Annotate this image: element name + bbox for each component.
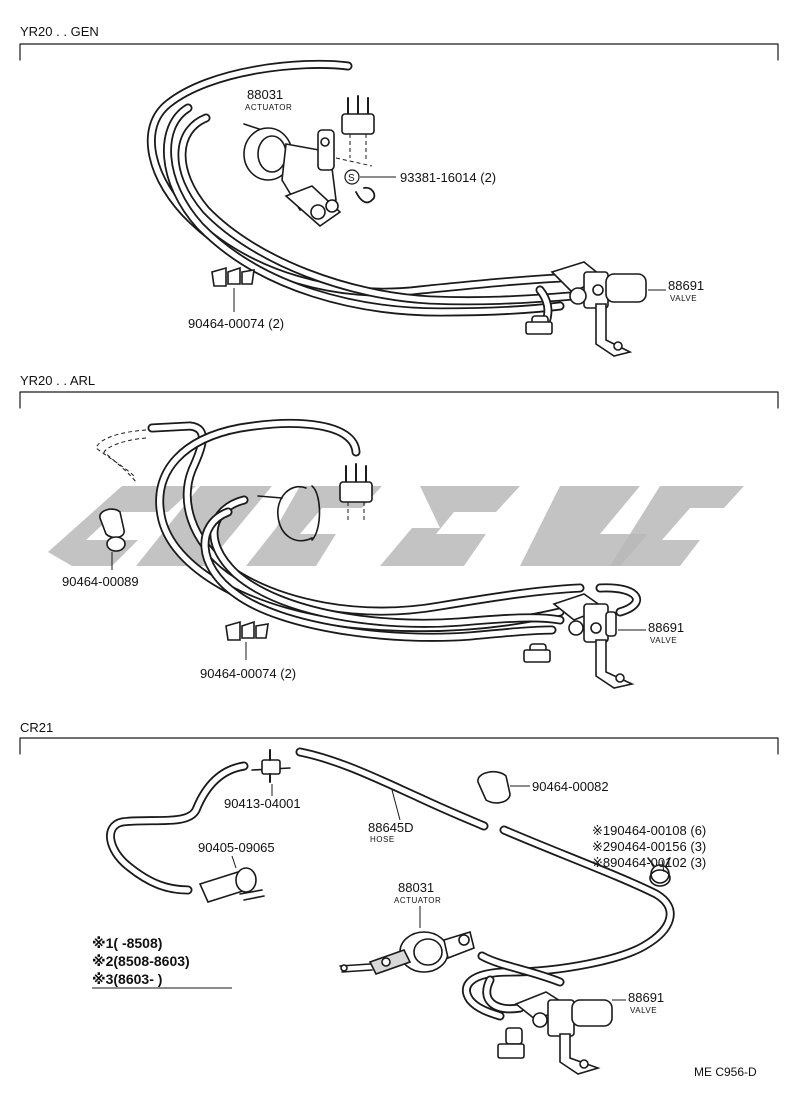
gen-actuator-number: 88031 (247, 87, 283, 102)
cr21-spring-clip (647, 857, 671, 887)
note-3: ※3(8603- ) (92, 971, 162, 987)
section-title-arl: YR20 . . ARL (20, 373, 95, 388)
cr21-clip-a-label: ※190464-00108 (6) (592, 823, 706, 838)
gen-connector-plug (335, 95, 375, 167)
watermark (48, 486, 744, 566)
arl-hoses (95, 419, 641, 642)
section-title-gen: YR20 . . GEN (20, 24, 99, 39)
section-bracket-cr21 (19, 737, 779, 755)
arl-valve-number: 88691 (648, 620, 684, 635)
arl-clamp (99, 508, 126, 570)
cr21-hose-number: 88645D (368, 820, 414, 835)
arl-connector-plug (339, 463, 373, 520)
gen-screw-symbol-circle (344, 169, 360, 185)
cr21-clip-top (477, 770, 530, 804)
arl-clip-label: 90464-00074 (2) (200, 666, 296, 681)
arl-clamp-label: 90464-00089 (62, 574, 139, 589)
arl-valve (523, 593, 635, 689)
gen-screw-label: 93381-16014 (2) (400, 170, 496, 185)
cr21-valve (497, 991, 613, 1075)
arl-valve-name: VALVE (650, 636, 677, 645)
cr21-clamp (198, 855, 265, 903)
gen-hoses (146, 59, 577, 327)
section-bracket-arl (19, 391, 779, 409)
gen-clip-label: 90464-00074 (2) (188, 316, 284, 331)
gen-clip (211, 266, 255, 312)
cr21-clip-top-label: 90464-00082 (532, 779, 609, 794)
gen-valve (525, 261, 647, 357)
gen-actuator-name: ACTUATOR (245, 103, 292, 112)
gen-actuator (243, 123, 376, 228)
cr21-clip-b-label: ※290464-00156 (3) (592, 839, 706, 854)
cr21-hoses (106, 747, 675, 1021)
cr21-valve-number: 88691 (628, 990, 664, 1005)
note-1: ※1( -8508) (92, 935, 162, 951)
cr21-hose-leader (391, 789, 401, 821)
cr21-actuator (339, 906, 475, 975)
cr21-clamp-label: 90405-09065 (198, 840, 275, 855)
cr21-connector (261, 749, 281, 796)
figure-code: ME C956-D (694, 1065, 757, 1079)
cr21-hose-name: HOSE (370, 835, 395, 844)
arl-actuator-outline (257, 485, 321, 542)
cr21-connector-label: 90413-04001 (224, 796, 301, 811)
arl-clip (225, 620, 269, 660)
note-2: ※2(8508-8603) (92, 953, 190, 969)
section-bracket-gen (19, 43, 779, 61)
cr21-actuator-name: ACTUATOR (394, 896, 441, 905)
section-title-cr21: CR21 (20, 720, 53, 735)
cr21-actuator-number: 88031 (398, 880, 434, 895)
gen-screw-symbol: S (348, 173, 355, 184)
gen-valve-number: 88691 (668, 278, 704, 293)
cr21-clip-c-label: ※890464-00102 (3) (592, 855, 706, 870)
gen-valve-name: VALVE (670, 294, 697, 303)
cr21-valve-name: VALVE (630, 1006, 657, 1015)
